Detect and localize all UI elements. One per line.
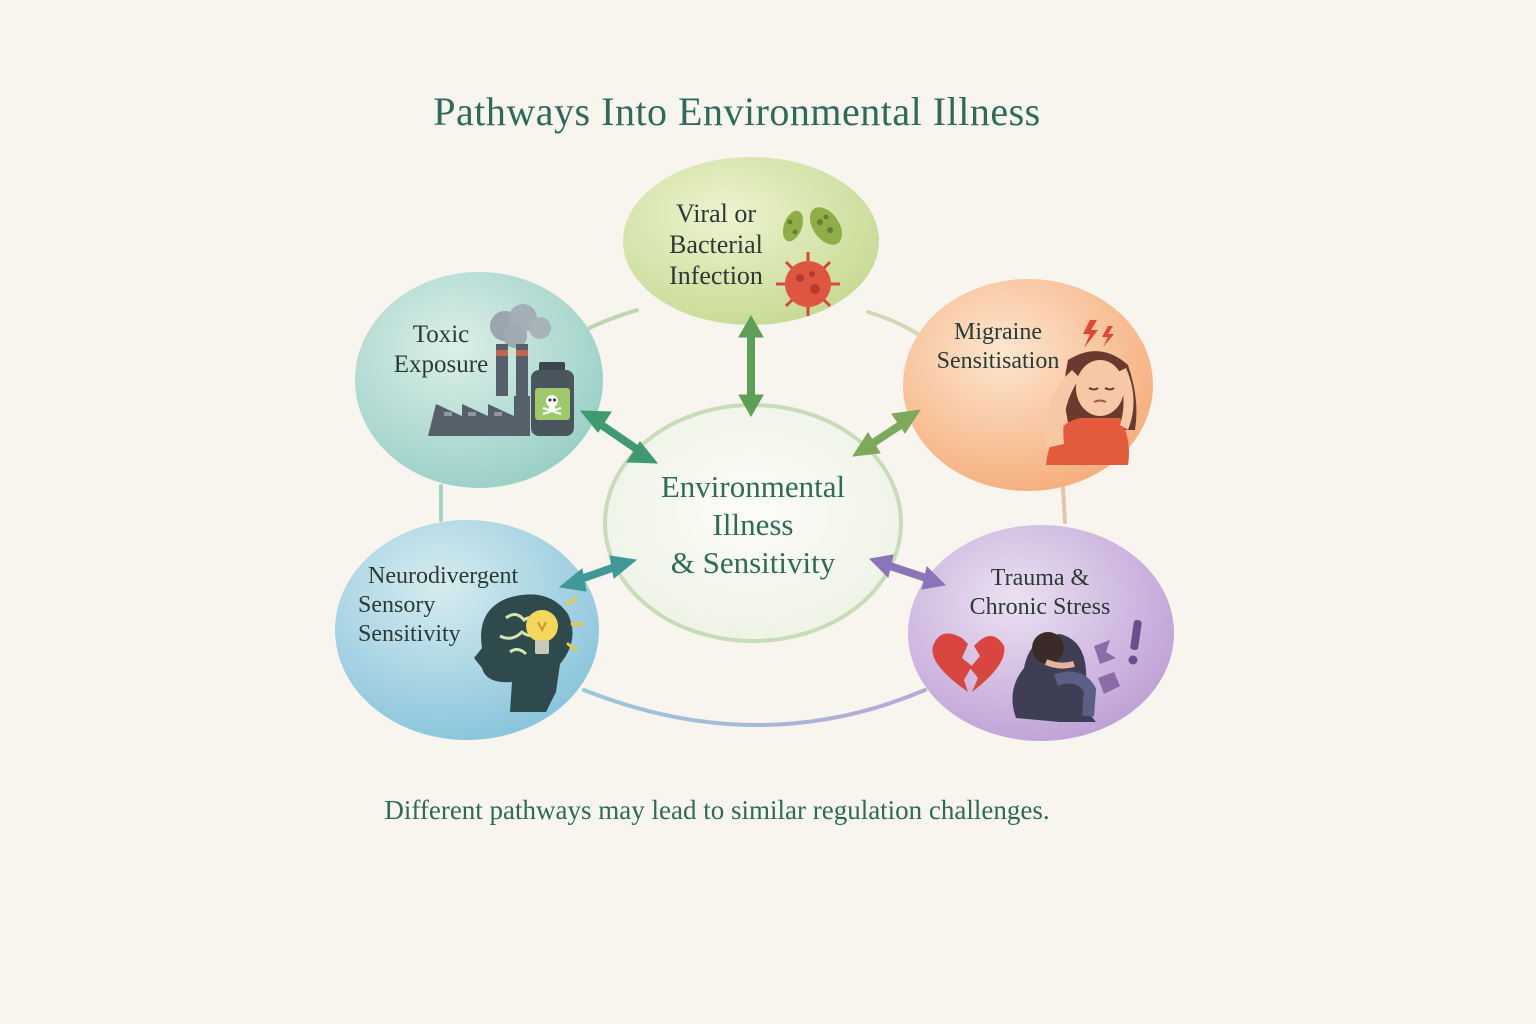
crouching-person-icon (1012, 632, 1097, 722)
diagram-title: Pathways Into Environmental Illness (433, 89, 1041, 134)
center-label: Environmental Illness & Sensitivity (660, 469, 846, 580)
node-trauma-label: Trauma & Chronic Stress (969, 565, 1111, 620)
diagram-caption: Different pathways may lead to similar r… (384, 795, 1050, 825)
bacteria-icon (782, 207, 843, 245)
outer-ring (439, 308, 1067, 727)
headache-person-icon (1045, 351, 1137, 465)
stress-marks-icon (1094, 619, 1142, 694)
broken-heart-icon (932, 633, 1005, 692)
lightbulb-icon (526, 596, 584, 654)
node-migraine-label: Migraine Sensitisation (936, 319, 1060, 374)
arrow-toxic (579, 410, 659, 464)
arrow-trauma (868, 554, 947, 590)
arrow-migraine (852, 409, 922, 457)
arrow-neuro (558, 555, 638, 592)
virus-icon (776, 252, 840, 316)
node-neuro-label: Neurodivergent Sensory Sensitivity (358, 563, 519, 647)
node-infection-label: Viral or Bacterial Infection (669, 199, 763, 291)
arrow-infection (738, 314, 764, 418)
poison-bottle-icon (531, 362, 574, 436)
node-toxic-label: Toxic Exposure (393, 321, 489, 378)
lightning-icon (1083, 320, 1114, 348)
factory-icon (428, 304, 551, 436)
